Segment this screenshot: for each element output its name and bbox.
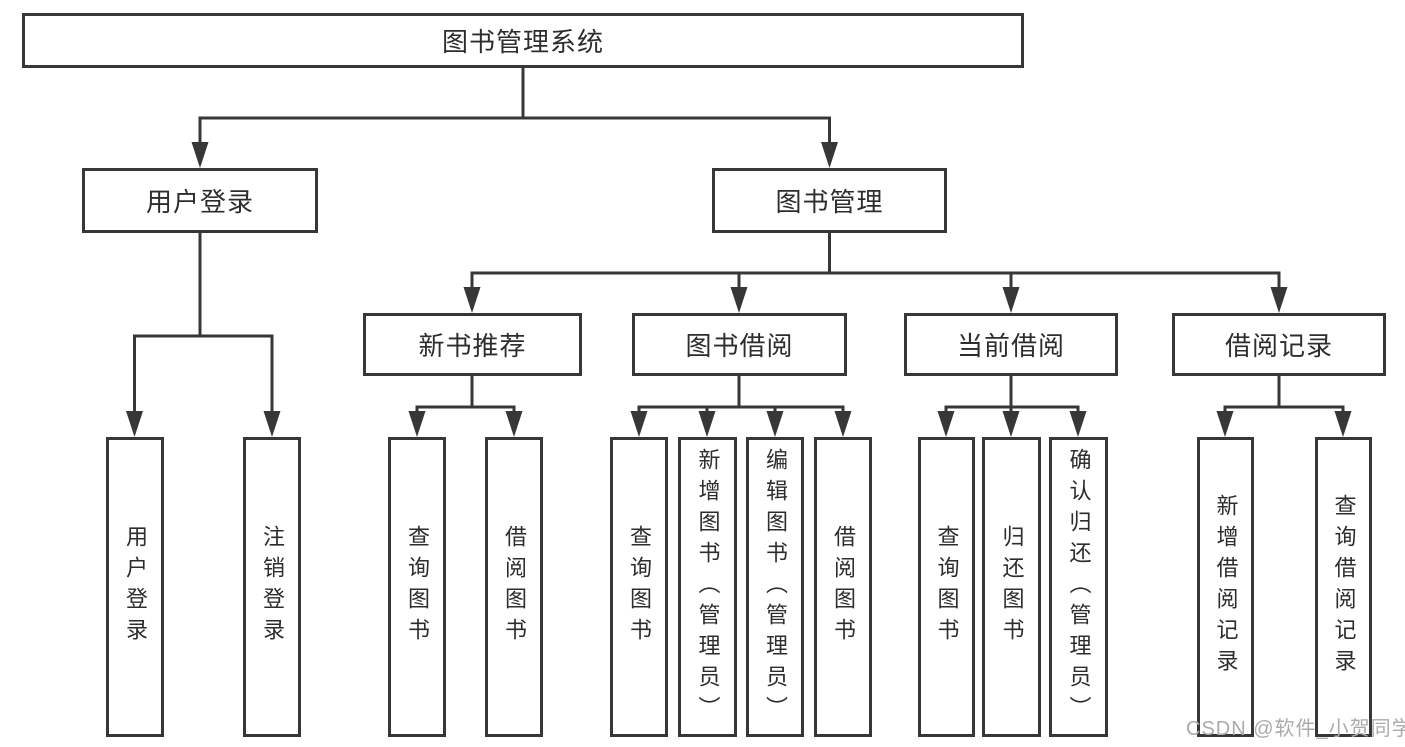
- leaf-query-books-borrow: 查询图书: [610, 437, 668, 737]
- leaf-label: 归还图书: [999, 525, 1025, 649]
- leaf-borrow-books-recommend: 借阅图书: [485, 437, 543, 737]
- leaf-label: 借阅图书: [502, 525, 527, 649]
- leaf-add-borrow-record: 新增借阅记录: [1197, 437, 1254, 737]
- arrowheads: [126, 142, 1352, 437]
- leaf-confirm-return-admin: 确认归还（管理员）: [1049, 437, 1108, 737]
- node-user-login: 用户登录: [82, 168, 318, 233]
- leaf-logout: 注销登录: [243, 437, 301, 737]
- connector-borrowrecords-trunk: [1223, 376, 1345, 409]
- node-book-borrow: 图书借阅: [632, 313, 847, 376]
- watermark-text: CSDN @软件_小贺同学: [1186, 718, 1405, 740]
- leaf-label: 查询借阅记录: [1331, 494, 1357, 680]
- leaf-query-books-recommend: 查询图书: [388, 437, 446, 737]
- connector-currentborrow-trunk: [944, 376, 1080, 409]
- leaf-label: 查询图书: [627, 525, 652, 649]
- connector-userlogin-trunk: [133, 233, 274, 338]
- leaf-query-borrow-record: 查询借阅记录: [1315, 437, 1372, 737]
- node-new-book-recommend: 新书推荐: [363, 313, 582, 376]
- node-root: 图书管理系统: [22, 13, 1024, 68]
- leaf-borrow-books: 借阅图书: [814, 437, 872, 737]
- leaf-label: 查询图书: [405, 525, 430, 649]
- leaf-edit-book-admin: 编辑图书（管理员）: [746, 437, 804, 737]
- leaf-label: 编辑图书（管理员）: [763, 447, 788, 727]
- leaf-label: 借阅图书: [831, 525, 856, 649]
- leaf-label: 新增借阅记录: [1213, 494, 1239, 680]
- node-book-management: 图书管理: [712, 168, 947, 233]
- connector-root-trunk: [198, 68, 831, 120]
- node-current-borrow: 当前借阅: [904, 313, 1118, 376]
- leaf-add-book-admin: 新增图书（管理员）: [678, 437, 737, 737]
- leaf-query-books-current: 查询图书: [918, 437, 975, 737]
- leaf-return-book: 归还图书: [982, 437, 1041, 737]
- leaf-label: 查询图书: [934, 525, 960, 649]
- leaf-user-login: 用户登录: [106, 437, 164, 737]
- connector-bookborrow-trunk: [637, 376, 845, 409]
- leaf-label: 确认归还（管理员）: [1066, 447, 1092, 727]
- leaf-label: 注销登录: [260, 525, 285, 649]
- connector-newbook-trunk: [415, 376, 516, 409]
- connector-bookmgmt-trunk: [470, 233, 1281, 275]
- leaf-label: 新增图书（管理员）: [695, 447, 721, 727]
- node-borrow-records: 借阅记录: [1172, 313, 1386, 376]
- leaf-label: 用户登录: [123, 525, 148, 649]
